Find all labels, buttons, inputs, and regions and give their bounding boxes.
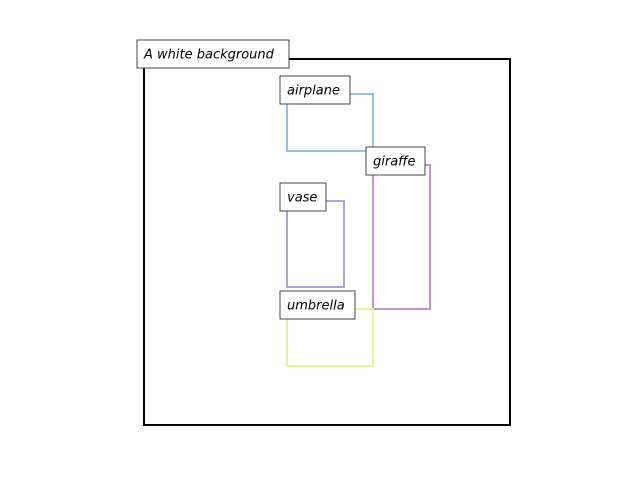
label-vase: vase [279, 182, 327, 212]
box-vase [286, 200, 345, 288]
label-airplane: airplane [279, 75, 351, 105]
label-umbrella-text: umbrella [287, 299, 345, 314]
scene-frame [143, 58, 511, 426]
label-giraffe: giraffe [365, 146, 426, 176]
caption-text: A white background [143, 48, 275, 63]
label-umbrella: umbrella [279, 290, 356, 320]
label-airplane-text: airplane [287, 84, 340, 99]
label-vase-text: vase [287, 191, 317, 206]
label-giraffe-text: giraffe [373, 155, 416, 170]
box-giraffe [372, 164, 431, 310]
caption-label: A white background [136, 39, 290, 69]
